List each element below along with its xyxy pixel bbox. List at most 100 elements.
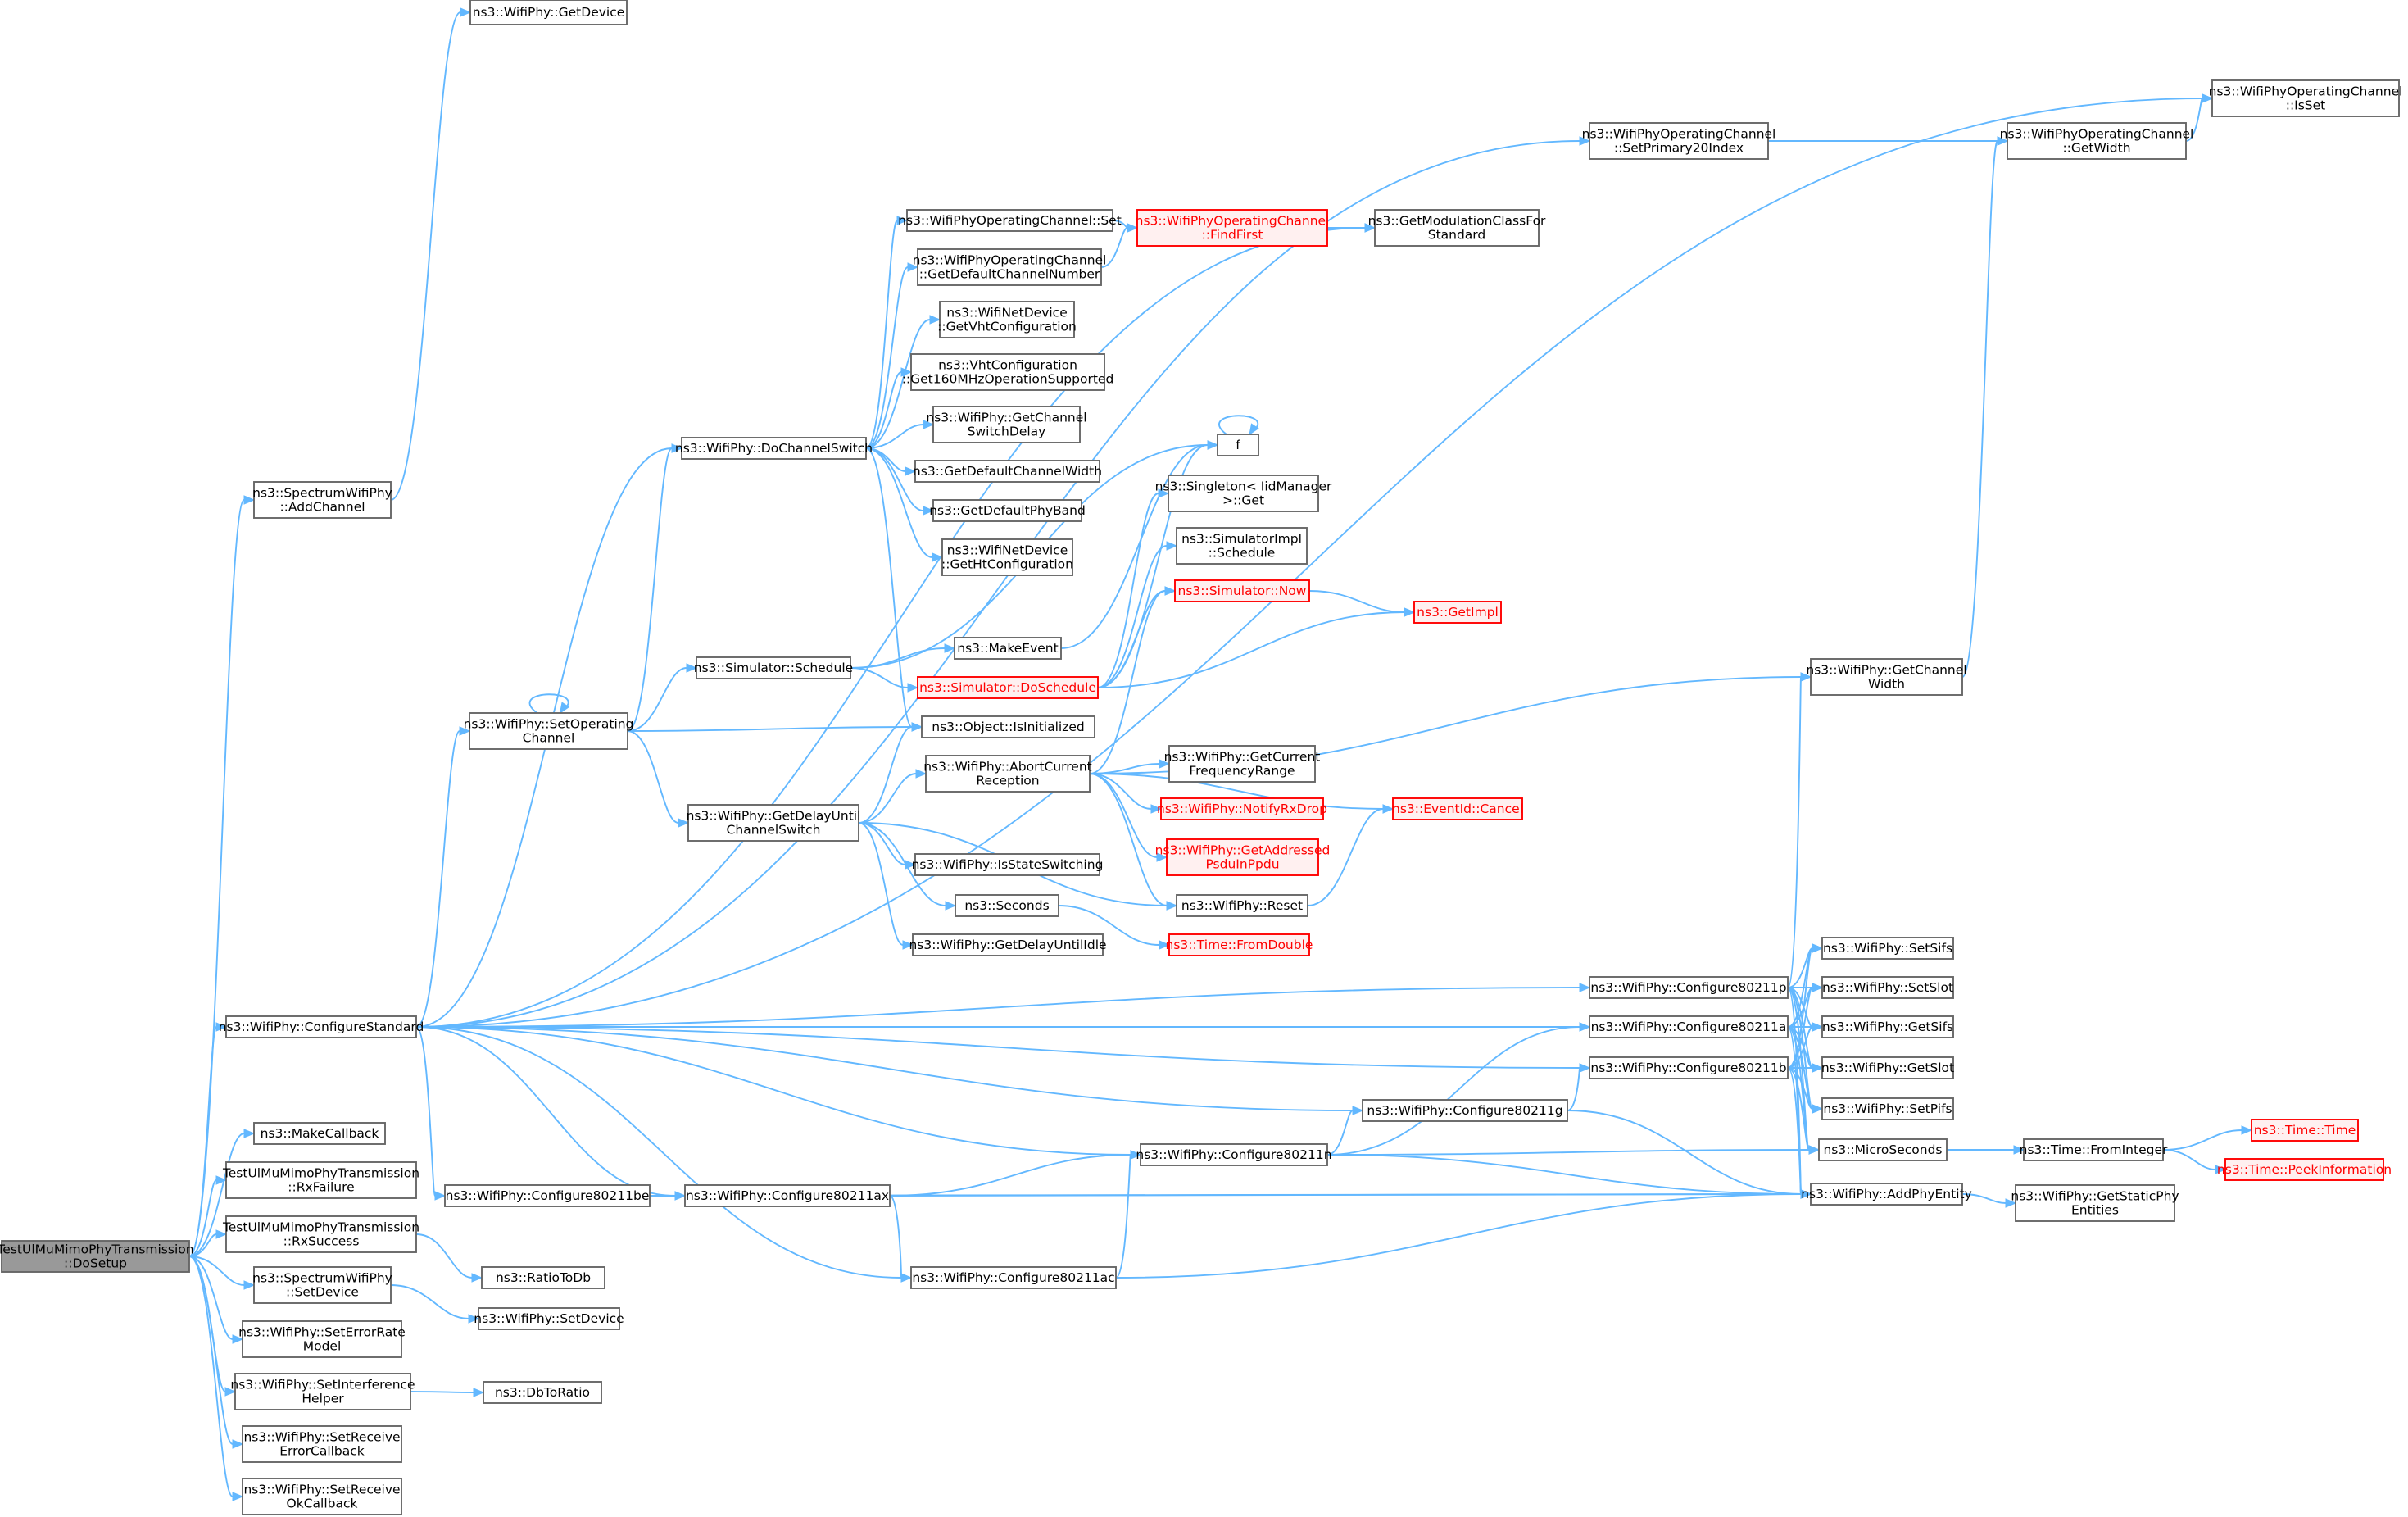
node-singletonGet[interactable]: ns3::Singleton< IidManager >::Get xyxy=(1155,475,1332,512)
edge-setOperatingChannel-to-setOperatingChannel xyxy=(528,693,570,715)
node-opChannelGetDefault[interactable]: ns3::WifiPhyOperatingChannel::GetDefault… xyxy=(913,248,1107,286)
node-getHtConfiguration[interactable]: ns3::WifiNetDevice::GetHtConfiguration xyxy=(941,538,1073,576)
node-label: ns3::WifiPhy::Configure80211a xyxy=(1591,1020,1787,1034)
node-opChannelGetWidth[interactable]: ns3::WifiPhyOperatingChannel::GetWidth xyxy=(2000,122,2194,160)
node-getDefaultPhyBand[interactable]: ns3::GetDefaultPhyBand xyxy=(929,499,1086,522)
edge-setOperatingChannel-to-isInitialized xyxy=(627,722,923,732)
node-eventIdCancel[interactable]: ns3::EventId::Cancel xyxy=(1392,797,1523,820)
node-setSlot[interactable]: ns3::WifiPhy::SetSlot xyxy=(1821,976,1954,999)
node-box xyxy=(921,715,1095,738)
node-f[interactable]: f xyxy=(1217,434,1259,456)
node-getSlot[interactable]: ns3::WifiPhy::GetSlot xyxy=(1821,1056,1954,1079)
edge-seconds-to-timeFromDouble xyxy=(1058,905,1171,950)
node-box xyxy=(483,1381,602,1404)
node-setSifs[interactable]: ns3::WifiPhy::SetSifs xyxy=(1821,937,1954,960)
node-ratioToDb[interactable]: ns3::RatioToDb xyxy=(481,1266,605,1289)
node-configure80211ac[interactable]: ns3::WifiPhy::Configure80211ac xyxy=(910,1266,1117,1289)
node-addPhyEntity[interactable]: ns3::WifiPhy::AddPhyEntity xyxy=(1801,1183,1972,1206)
node-wifiPhySetDevice[interactable]: ns3::WifiPhy::SetDevice xyxy=(474,1307,624,1330)
node-label: TestUlMuMimoPhyTransmission xyxy=(0,1242,194,1257)
node-configure80211be[interactable]: ns3::WifiPhy::Configure80211be xyxy=(444,1184,651,1207)
node-wifiPhyReset[interactable]: ns3::WifiPhy::Reset xyxy=(1176,894,1308,917)
node-box xyxy=(481,1266,605,1289)
node-timeFromDouble[interactable]: ns3::Time::FromDouble xyxy=(1166,933,1313,956)
node-isInitialized[interactable]: ns3::Object::IsInitialized xyxy=(921,715,1095,738)
node-configure80211g[interactable]: ns3::WifiPhy::Configure80211g xyxy=(1362,1099,1568,1122)
node-box xyxy=(1174,579,1310,602)
edge-root-to-configureStandard xyxy=(188,1022,228,1257)
node-label: ns3::SpectrumWifiPhy xyxy=(252,486,392,501)
node-simulatorNow[interactable]: ns3::Simulator::Now xyxy=(1174,579,1310,602)
node-label: ns3::WifiPhy::AbortCurrent xyxy=(923,760,1092,774)
node-setPifs[interactable]: ns3::WifiPhy::SetPifs xyxy=(1821,1097,1954,1120)
node-configureStandard[interactable]: ns3::WifiPhy::ConfigureStandard xyxy=(219,1015,424,1038)
node-rxSuccess[interactable]: TestUlMuMimoPhyTransmission::RxSuccess xyxy=(222,1215,419,1253)
node-doChannelSwitch[interactable]: ns3::WifiPhy::DoChannelSwitch xyxy=(675,437,873,460)
node-makeCallback[interactable]: ns3::MakeCallback xyxy=(253,1122,386,1145)
edge-simulatorSchedule-to-doSchedule xyxy=(850,667,919,693)
node-label: ns3::Simulator::DoSchedule xyxy=(919,680,1096,695)
node-getDelayUntilIdle[interactable]: ns3::WifiPhy::GetDelayUntilIdle xyxy=(909,933,1107,956)
node-configure80211a[interactable]: ns3::WifiPhy::Configure80211a xyxy=(1589,1015,1789,1038)
node-seconds[interactable]: ns3::Seconds xyxy=(955,894,1059,917)
edge-configureStandard-to-setPrimary20Index xyxy=(415,136,1591,1028)
node-microSeconds[interactable]: ns3::MicroSeconds xyxy=(1818,1138,1948,1161)
node-box xyxy=(939,301,1075,338)
node-getDefaultChannelWidth[interactable]: ns3::GetDefaultChannelWidth xyxy=(913,460,1102,483)
edge-doChannelSwitch-to-opChannelSet xyxy=(865,216,909,449)
node-getImpl[interactable]: ns3::GetImpl xyxy=(1413,601,1502,624)
node-getSifs[interactable]: ns3::WifiPhy::GetSifs xyxy=(1821,1015,1954,1038)
node-findFirst[interactable]: ns3::WifiPhyOperatingChannel::FindFirst xyxy=(1136,209,1330,247)
node-opChannelIsSet[interactable]: ns3::WifiPhyOperatingChannel::IsSet xyxy=(2209,79,2403,117)
node-opChannelSet[interactable]: ns3::WifiPhyOperatingChannel::Set xyxy=(898,209,1122,232)
node-dbToRatio[interactable]: ns3::DbToRatio xyxy=(483,1381,602,1404)
node-box xyxy=(225,1015,417,1038)
edge-doChannelSwitch-to-get160MHz xyxy=(865,367,913,449)
node-label: ns3::EventId::Cancel xyxy=(1392,802,1523,816)
node-label: ns3::Object::IsInitialized xyxy=(932,720,1084,734)
node-configure80211p[interactable]: ns3::WifiPhy::Configure80211p xyxy=(1589,976,1789,999)
node-peekInformation[interactable]: ns3::Time::PeekInformation xyxy=(2217,1158,2392,1181)
node-label: TestUlMuMimoPhyTransmission xyxy=(222,1166,419,1181)
node-notifyRxDrop[interactable]: ns3::WifiPhy::NotifyRxDrop xyxy=(1157,797,1327,820)
node-doSchedule[interactable]: ns3::Simulator::DoSchedule xyxy=(917,676,1099,699)
node-label: ::SetDevice xyxy=(286,1285,359,1300)
node-box xyxy=(253,1122,386,1145)
node-getDevice[interactable]: ns3::WifiPhy::GetDevice xyxy=(469,0,628,25)
node-spectrumSetDevice[interactable]: ns3::SpectrumWifiPhy::SetDevice xyxy=(252,1266,392,1304)
node-label: ns3::MicroSeconds xyxy=(1823,1142,1942,1157)
node-setPrimary20Index[interactable]: ns3::WifiPhyOperatingChannel::SetPrimary… xyxy=(1582,122,1776,160)
node-rxFailure[interactable]: TestUlMuMimoPhyTransmission::RxFailure xyxy=(222,1161,419,1199)
edge-findFirst-to-getModulationClass xyxy=(1327,223,1376,233)
node-configure80211b[interactable]: ns3::WifiPhy::Configure80211b xyxy=(1589,1056,1789,1079)
node-timeFromInteger[interactable]: ns3::Time::FromInteger xyxy=(2020,1138,2168,1161)
edge-doChannelSwitch-to-opChannelGetDefault xyxy=(865,262,919,449)
edge-root-to-rxSuccess xyxy=(188,1229,228,1257)
node-simulatorImplSchedule[interactable]: ns3::SimulatorImpl::Schedule xyxy=(1176,527,1308,565)
node-getVhtConfiguration[interactable]: ns3::WifiNetDevice::GetVhtConfiguration xyxy=(937,301,1077,338)
node-configure80211n[interactable]: ns3::WifiPhy::Configure80211n xyxy=(1136,1143,1332,1166)
node-configure80211ax[interactable]: ns3::WifiPhy::Configure80211ax xyxy=(684,1184,891,1207)
node-isStateSwitching[interactable]: ns3::WifiPhy::IsStateSwitching xyxy=(912,853,1104,876)
node-addChannel[interactable]: ns3::SpectrumWifiPhy::AddChannel xyxy=(252,481,392,519)
node-box xyxy=(1821,1097,1954,1120)
node-get160MHz[interactable]: ns3::VhtConfiguration::Get160MHzOperatio… xyxy=(902,353,1114,391)
node-root[interactable]: TestUlMuMimoPhyTransmission::DoSetup xyxy=(0,1240,194,1273)
node-simulatorSchedule[interactable]: ns3::Simulator::Schedule xyxy=(694,656,853,679)
node-makeEvent[interactable]: ns3::MakeEvent xyxy=(954,637,1062,660)
node-timeTime[interactable]: ns3::Time::Time xyxy=(2251,1119,2359,1142)
node-box xyxy=(2007,122,2187,160)
